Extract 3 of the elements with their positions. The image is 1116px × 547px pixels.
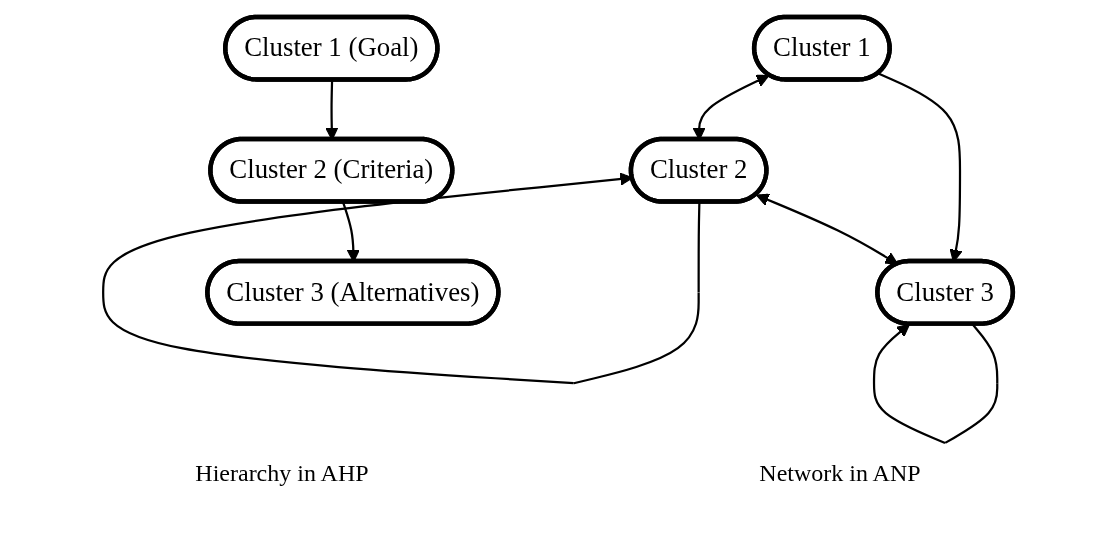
arrow [756,193,899,265]
diagram-caption: Network in ANP [759,460,921,487]
diagram-caption: Hierarchy in AHP [195,460,369,487]
